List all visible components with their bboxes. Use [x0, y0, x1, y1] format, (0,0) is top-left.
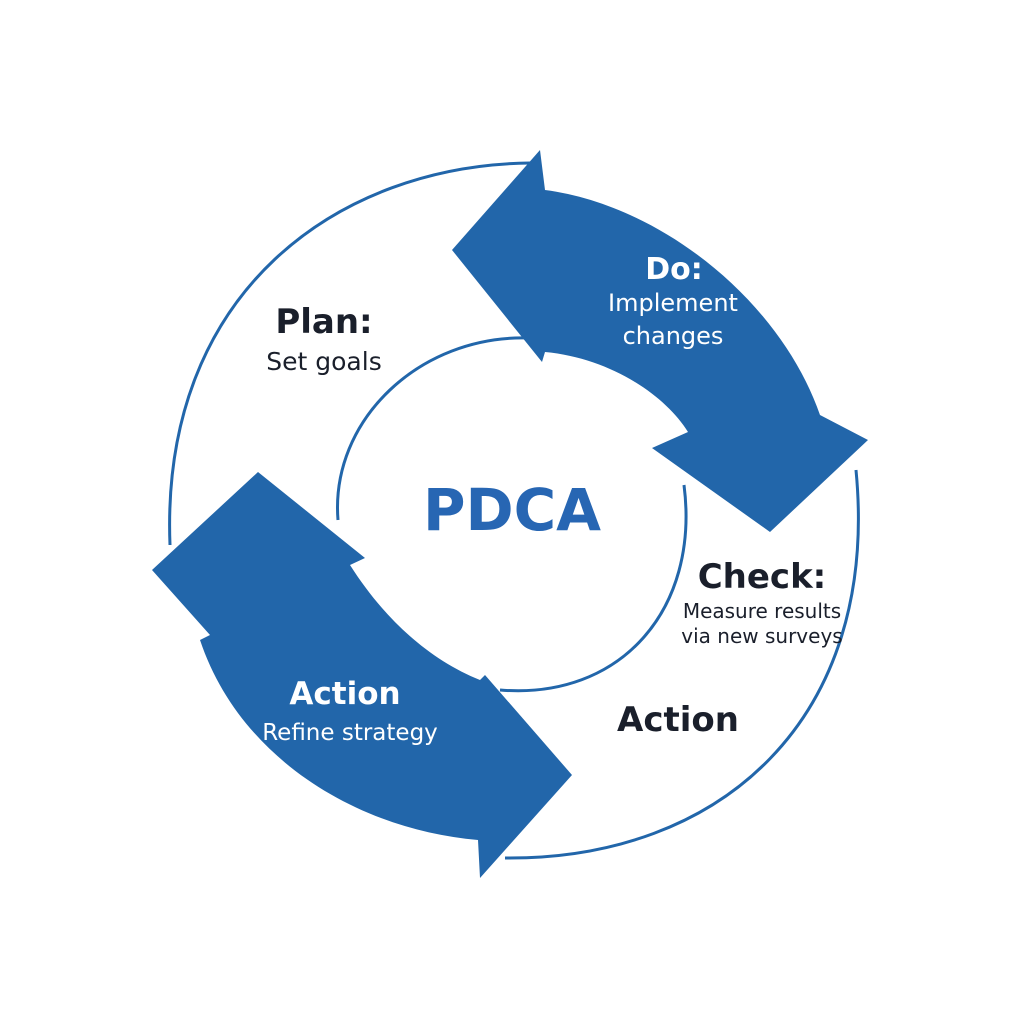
do-arrow: [452, 150, 868, 532]
plan-title: Plan:: [275, 302, 373, 342]
do-line-1: Implement: [608, 289, 738, 317]
check-title: Check:: [697, 557, 827, 597]
outer-ring-lower: [504, 469, 860, 860]
do-title: Do:: [645, 252, 703, 287]
plan-subtitle: Set goals: [266, 347, 382, 376]
outer-ring: [168, 161, 531, 546]
action-arrow: [152, 472, 572, 878]
action-outer-label: Action: [617, 700, 739, 740]
center-label: PDCA: [422, 476, 602, 544]
do-line-2: changes: [622, 322, 724, 350]
inner-ring: [336, 336, 529, 521]
action-title: Action: [289, 676, 401, 712]
check-line-1: Measure results: [682, 599, 842, 623]
inner-ring-lower: [499, 484, 688, 693]
action-subtitle: Refine strategy: [262, 720, 438, 746]
check-line-2: via new surveys: [681, 624, 843, 648]
